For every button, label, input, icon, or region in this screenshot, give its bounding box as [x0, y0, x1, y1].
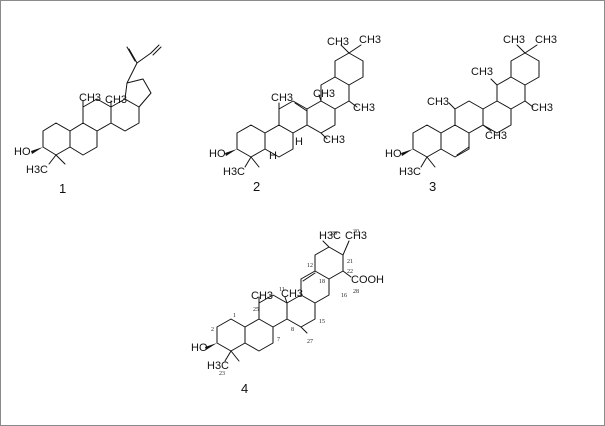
compound-3-ch3-c: CH3	[471, 66, 493, 78]
locant-8: 8	[291, 327, 294, 333]
locant-29: 29	[331, 231, 337, 237]
compound-4-ch3-d: CH3	[281, 288, 303, 300]
compound-2-h-b: H	[269, 150, 277, 162]
compound-3-ch3-b: CH3	[535, 34, 557, 46]
compound-3-structure	[401, 44, 540, 168]
compound-2-ch3-e: CH3	[353, 102, 375, 114]
compound-4-structure	[205, 240, 352, 362]
locant-21: 21	[347, 259, 353, 265]
compound-4-ch3-c: CH3	[251, 290, 273, 302]
compound-1-ch3-a: CH3	[79, 92, 101, 104]
compound-2-ch3-a: CH3	[327, 36, 349, 48]
locant-1: 1	[233, 313, 236, 319]
compound-2-ch3-f: CH3	[323, 134, 345, 146]
locant-30: 30	[353, 229, 359, 235]
locant-23: 23	[219, 371, 225, 377]
compound-3-h3c: H3C	[399, 166, 421, 178]
compound-2-label: 2	[253, 179, 260, 194]
compound-3-ch3-d: CH3	[427, 96, 449, 108]
locant-18: 18	[319, 279, 325, 285]
locant-15: 15	[319, 319, 325, 325]
locant-2: 2	[211, 327, 214, 333]
compound-2-h-a: H	[295, 136, 303, 148]
locant-7: 7	[277, 337, 280, 343]
locant-28: 28	[353, 289, 359, 295]
locant-11: 11	[279, 287, 285, 293]
compound-1-h3c: H3C	[26, 164, 48, 176]
compound-1-ho: HO	[14, 146, 31, 158]
locant-16: 16	[341, 293, 347, 299]
compound-3-ch3-e: CH3	[531, 102, 553, 114]
compound-3-label: 3	[429, 179, 436, 194]
compound-4-cooh: COOH	[351, 274, 384, 286]
compound-3-ch3-f: CH3	[485, 130, 507, 142]
compound-1-label: 1	[59, 181, 66, 196]
compound-2-ho: HO	[209, 148, 226, 160]
compound-2-h3c: H3C	[223, 166, 245, 178]
locant-25: 25	[253, 307, 259, 313]
compound-4-label: 4	[241, 381, 248, 396]
compound-3-ch3-a: CH3	[503, 34, 525, 46]
compound-4-ho: HO	[191, 342, 208, 354]
compound-1-ch3-b: CH3	[105, 94, 127, 106]
compound-1-structure	[31, 44, 162, 165]
locant-22: 22	[347, 269, 353, 275]
compound-4-h3c: H3C	[207, 360, 229, 372]
compound-2-ch3-b: CH3	[359, 34, 381, 46]
locant-27: 27	[307, 339, 313, 345]
compound-2-ch3-d: CH3	[313, 88, 335, 100]
compound-4-ch3-a: H3C	[319, 230, 341, 242]
compound-3-ho: HO	[385, 148, 402, 160]
compound-4-ch3-b: CH3	[345, 230, 367, 242]
compound-2-ch3-c: CH3	[271, 92, 293, 104]
compound-2-structure	[225, 44, 364, 168]
locant-12: 12	[307, 263, 313, 269]
